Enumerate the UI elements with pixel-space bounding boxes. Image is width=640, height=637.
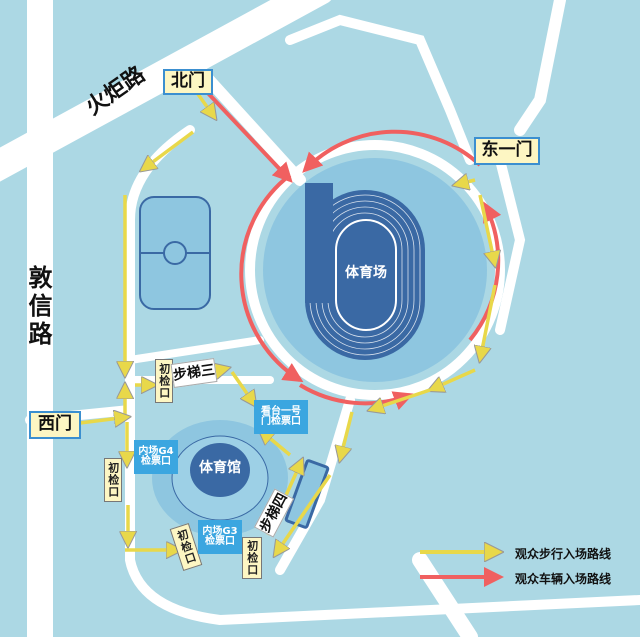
legend-walk-label: 观众步行入场路线 [515,547,612,561]
ticket-check-g3: 内场G3检票口 [198,520,242,554]
venue-gym: 体育馆 [199,460,241,476]
gymnasium [152,420,330,536]
initial-check-stair4: 初检口 [242,537,262,579]
legend-vehicle-label: 观众车辆入场路线 [515,572,612,586]
initial-check-west: 初检口 [104,458,122,502]
football-field [139,196,211,310]
walking-routes [79,88,495,555]
gate-east-1[interactable]: 东一门 [474,137,540,165]
gate-west[interactable]: 西门 [29,411,81,439]
venue-stadium: 体育场 [345,265,387,281]
ticket-check-stand-1: 看台一号门检票口 [254,400,308,434]
stadium [263,158,487,382]
ticket-check-g4: 内场G4检票口 [134,440,178,474]
gate-north[interactable]: 北门 [163,69,213,95]
road-label-dunxin: 敦信路 [24,265,52,349]
vehicle-routes [203,88,502,411]
